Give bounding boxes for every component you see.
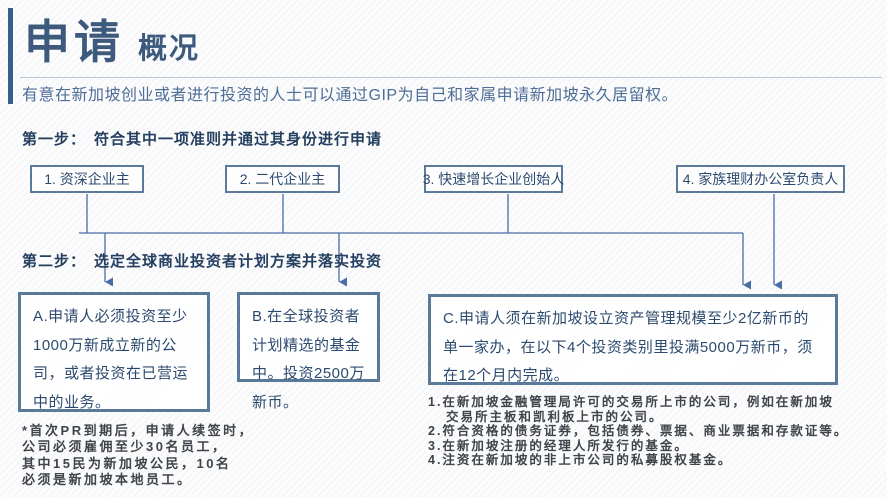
criteria-box-4: 4. 家族理财办公室负责人 (676, 165, 845, 193)
footnote-line: 公司必须雇佣至少30名员工， (22, 439, 228, 455)
footnote-line: 必须是新加坡本地员工。 (22, 472, 193, 488)
footnote-line: *首次PR到期后，申请人续签时， (22, 423, 255, 438)
step1-heading-text: 符合其中一项准则并通过其身份进行申请 (94, 131, 383, 148)
step2-heading: 第二步： 选定全球商业投资者计划方案并落实投资 (22, 250, 382, 271)
plan-c-text: C.申请人须在新加坡设立资产管理规模至少2亿新币的单一家办，在以下4个投资类别里… (443, 310, 813, 384)
page-subtitle: 有意在新加坡创业或者进行投资的人士可以通过GIP为自己和家属申请新加坡永久居留权… (22, 87, 679, 104)
category-line: 1.在新加坡金融管理局许可的交易所上市的公司，例如在新加坡 (428, 395, 834, 409)
category-line: 交易所主板和凯利板上市的公司。 (446, 409, 664, 424)
criteria-box-3: 3. 快速增长企业创始人 (422, 165, 565, 193)
title-underline (20, 77, 882, 78)
criteria-box-2-label: 2. 二代企业主 (239, 171, 326, 187)
step2-heading-text: 选定全球商业投资者计划方案并落实投资 (94, 253, 383, 270)
category-line: 3.在新加坡注册的经理人所发行的基金。 (428, 438, 689, 453)
criteria-box-1: 1. 资深企业主 (30, 165, 144, 193)
step2-label: 第二步： (22, 253, 87, 270)
plan-box-c: C.申请人须在新加坡设立资产管理规模至少2亿新币的单一家办，在以下4个投资类别里… (428, 294, 838, 385)
category-line: 2.符合资格的债务证券，包括债券、票据、商业票据和存款证等。 (428, 424, 849, 438)
plan-box-b: B.在全球投资者计划精选的基金中。投资2500万新币。 (237, 292, 380, 411)
page-title: 申请 概况 (24, 6, 200, 72)
investment-categories-list: 1.在新加坡金融管理局许可的交易所上市的公司，例如在新加坡 交易所主板和凯利板上… (428, 395, 878, 468)
step1-label: 第一步： (22, 131, 87, 148)
footnote-line: 其中15民为新加坡公民，10名 (22, 455, 232, 471)
step1-heading: 第一步： 符合其中一项准则并通过其身份进行申请 (22, 128, 382, 149)
plan-a-text: A.申请人必须投资至少1000万新成立新的公司，或者投资在已营运中的业务。 (33, 308, 189, 411)
criteria-box-3-label: 3. 快速增长企业创始人 (422, 171, 565, 187)
pr-renewal-footnote: *首次PR到期后，申请人续签时， 公司必须雇佣至少30名员工， 其中15民为新加… (22, 423, 352, 489)
criteria-box-2: 2. 二代企业主 (225, 165, 340, 193)
criteria-box-4-label: 4. 家族理财办公室负责人 (682, 171, 839, 187)
page-title-suffix: 概况 (138, 33, 201, 65)
plan-b-text: B.在全球投资者计划精选的基金中。投资2500万新币。 (252, 308, 365, 411)
title-accent-bar (8, 8, 13, 104)
criteria-box-1-label: 1. 资深企业主 (44, 171, 130, 187)
plan-box-a: A.申请人必须投资至少1000万新成立新的公司，或者投资在已营运中的业务。 (18, 292, 210, 412)
page-title-main: 申请 (24, 16, 124, 68)
category-line: 4.注资在新加坡的非上市公司的私募股权基金。 (428, 453, 733, 467)
